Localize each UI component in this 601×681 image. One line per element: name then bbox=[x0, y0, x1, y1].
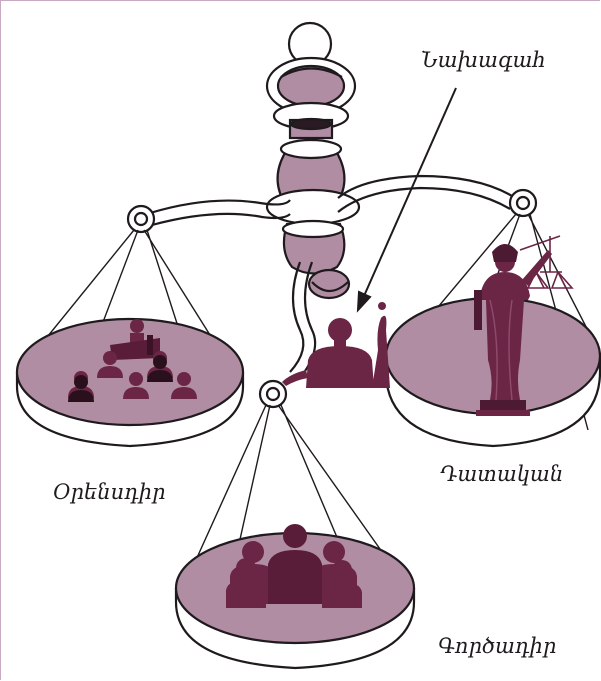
central-pillar bbox=[267, 23, 359, 298]
label-legislative: Օրենսդիր bbox=[53, 480, 166, 504]
president-figure bbox=[282, 302, 390, 388]
label-executive: Գործադիր bbox=[438, 634, 556, 658]
president-arrow bbox=[358, 88, 456, 310]
label-president: Նախագահ bbox=[421, 48, 546, 72]
label-judicial: Դատական bbox=[440, 462, 563, 486]
